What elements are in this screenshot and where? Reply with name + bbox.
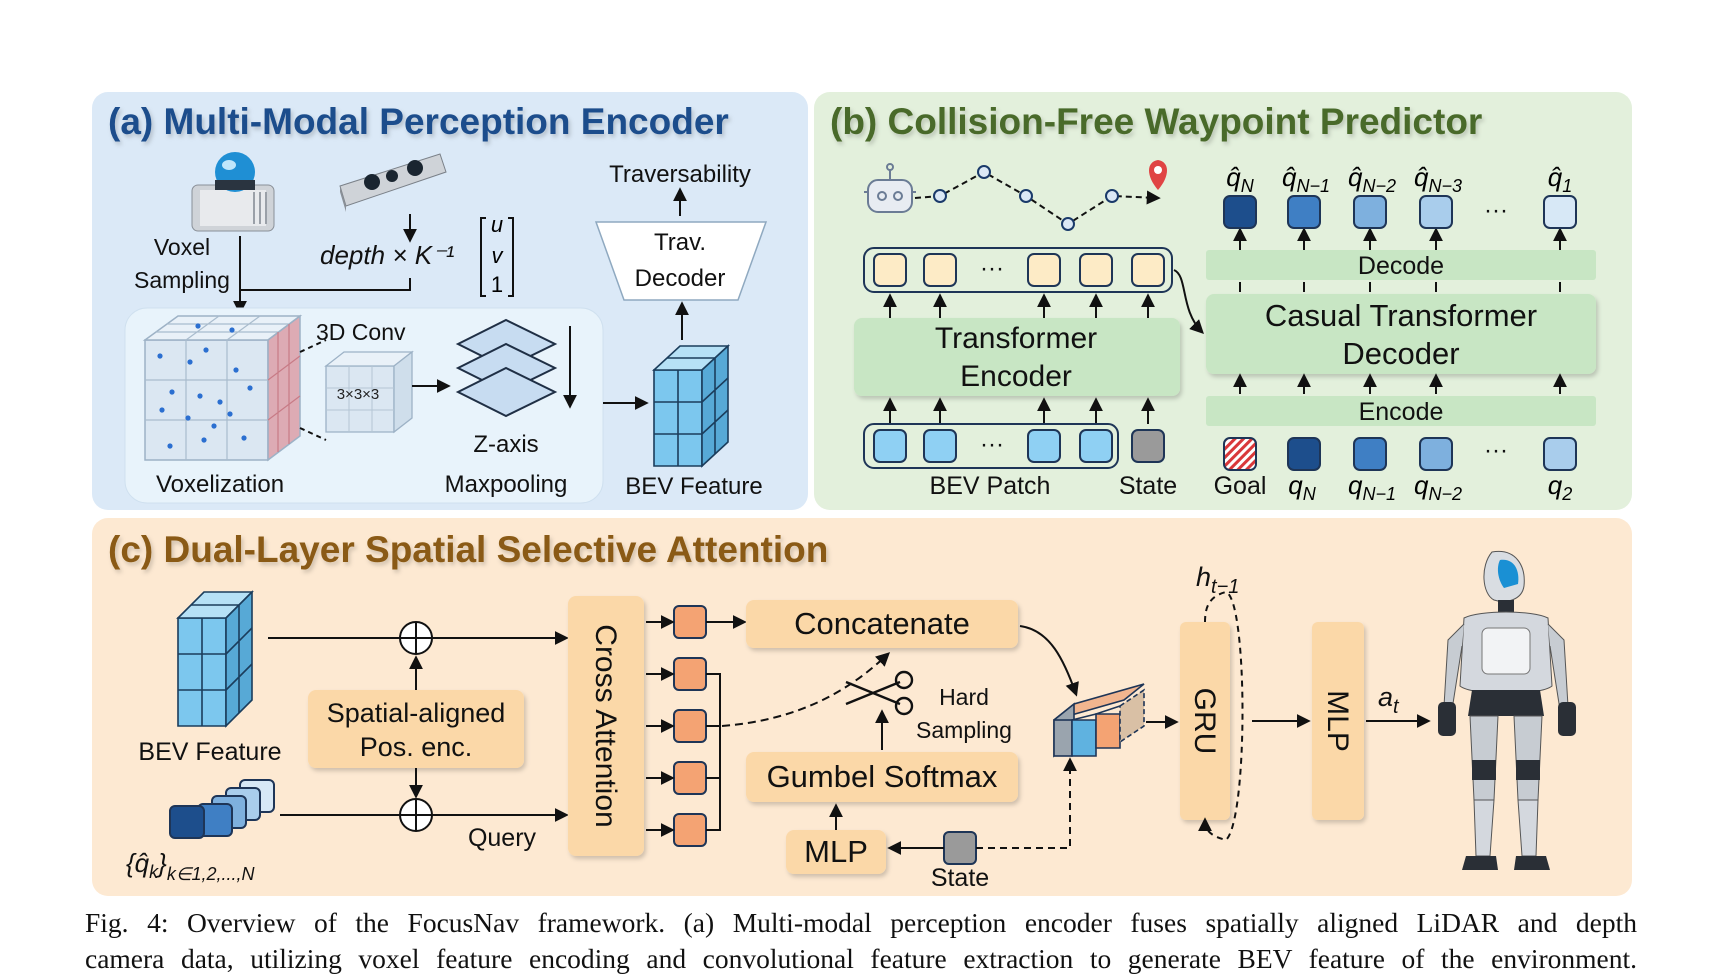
- gumbel-softmax-label: Gumbel Softmax: [767, 759, 998, 794]
- panel-b-title: (b) Collision-Free Waypoint Predictor: [830, 101, 1482, 142]
- svg-text:qN: qN: [1288, 470, 1316, 504]
- encoder-output-ellipsis: ···: [980, 255, 1004, 282]
- bev-patch-tokens: [873, 429, 1113, 463]
- svg-text:q̂N−1: q̂N−1: [1282, 162, 1330, 196]
- query-tokens-stack: [169, 779, 275, 839]
- sampling-label: Sampling: [916, 717, 1012, 743]
- encode-bar: [1206, 396, 1596, 426]
- svg-text:q̂1: q̂1: [1548, 162, 1572, 196]
- mlp-label: MLP: [1321, 690, 1354, 752]
- query-label: Query: [468, 824, 537, 852]
- robot-head-icon: [864, 163, 916, 213]
- hard-label: Hard: [939, 684, 989, 710]
- svg-text:qN−2: qN−2: [1414, 470, 1462, 504]
- decode-label: Decode: [1358, 252, 1444, 280]
- pos-enc-label-2: Pos. enc.: [360, 732, 473, 762]
- cross-attention-block: [568, 596, 644, 856]
- casual-transformer-decoder-block: [1206, 294, 1596, 374]
- concatenated-feature-cube: [1053, 683, 1145, 758]
- bev-feature-block-a: [651, 344, 731, 468]
- mlp-small-block: [786, 830, 886, 874]
- output-hat-labels: q̂N q̂N−1 q̂N−2 q̂N−3 q̂1: [1226, 162, 1572, 196]
- caption-line-2: camera data, utilizing voxel feature enc…: [85, 943, 1637, 974]
- trav-decoder-label: Trav.: [654, 229, 706, 256]
- trav-decoder-block: [594, 221, 768, 301]
- concatenate-label: Concatenate: [794, 606, 970, 641]
- cross-attention-label: Cross Attention: [589, 624, 622, 827]
- svg-text:q̂N: q̂N: [1226, 162, 1254, 196]
- decode-bar: [1206, 250, 1596, 280]
- voxel-sampling-label: Voxel: [154, 234, 210, 260]
- depth-formula: depth × K⁻¹: [320, 240, 455, 270]
- panel-a: (a) Multi-Modal Perception Encoder Voxel…: [92, 92, 808, 510]
- location-pin-icon: [1149, 160, 1167, 190]
- kernel-size: 3×3×3: [337, 386, 380, 403]
- z-axis-maxpool-layers: [455, 318, 558, 418]
- maxpooling-label: Maxpooling: [445, 471, 568, 498]
- figure-caption: Fig. 4: Overview of the FocusNav framewo…: [85, 905, 1637, 977]
- humanoid-robot-icon: [1438, 550, 1576, 870]
- panel-c: (c) Dual-Layer Spatial Selective Attenti…: [92, 518, 1632, 896]
- transformer-encoder-block: [854, 318, 1180, 396]
- casual-decoder-label: Casual Transformer: [1265, 298, 1537, 333]
- voxel-grid: [142, 314, 303, 462]
- h-prev-label: ht−1: [1196, 562, 1239, 598]
- voxelization-label: Voxelization: [156, 471, 284, 498]
- depth-camera-icon: [339, 153, 447, 212]
- predicted-waypoint-tokens: [1223, 195, 1577, 229]
- svg-text:q2: q2: [1548, 470, 1572, 504]
- mlp-block: [1312, 622, 1364, 820]
- concatenate-block: [746, 600, 1018, 648]
- svg-text:qN−1: qN−1: [1348, 470, 1396, 504]
- traversability-label: Traversability: [609, 161, 751, 188]
- state-label-b: State: [1119, 472, 1177, 500]
- voxel-sampling-label-2: Sampling: [134, 267, 230, 293]
- decoder-input-tokens: [1223, 437, 1577, 471]
- gru-block: [1180, 622, 1230, 820]
- vector-one: 1: [491, 272, 503, 297]
- input-labels: qN qN−1 qN−2 q2: [1288, 470, 1572, 504]
- panel-c-title: (c) Dual-Layer Spatial Selective Attenti…: [108, 529, 828, 570]
- encoder-output-tokens: [873, 253, 1165, 287]
- svg-text:q̂N−3: q̂N−3: [1414, 162, 1462, 196]
- encode-label: Encode: [1359, 398, 1444, 426]
- input-tokens-ellipsis: ···: [1484, 437, 1508, 464]
- vector-v: v: [492, 243, 505, 268]
- vector-u: u: [491, 212, 503, 237]
- scissors-icon: [845, 670, 914, 716]
- conv-kernel: 3×3×3: [324, 350, 414, 434]
- state-token-c: [943, 831, 977, 865]
- lidar-icon: [191, 152, 275, 232]
- conv-label: 3D Conv: [316, 319, 406, 345]
- trav-decoder-label-2: Decoder: [635, 265, 726, 292]
- pos-enc-label: Spatial-aligned: [327, 698, 506, 728]
- casual-decoder-label-2: Decoder: [1342, 336, 1459, 371]
- gumbel-softmax-block: [746, 752, 1018, 802]
- bev-feature-block-c: [176, 590, 254, 728]
- panel-b: (b) Collision-Free Waypoint Predictor: [814, 92, 1632, 510]
- goal-label: Goal: [1214, 472, 1267, 500]
- bev-feature-label-a: BEV Feature: [625, 473, 762, 500]
- caption-line-1: Fig. 4: Overview of the FocusNav framewo…: [85, 907, 1637, 938]
- z-axis-label: Z-axis: [473, 431, 538, 458]
- state-label-c: State: [931, 864, 989, 892]
- spatial-pos-enc-block: [308, 690, 524, 768]
- state-token-b: [1131, 429, 1165, 463]
- bev-patch-label: BEV Patch: [930, 472, 1051, 500]
- mlp-small-label: MLP: [804, 834, 868, 869]
- transformer-encoder-label: Transformer: [935, 322, 1097, 355]
- transformer-encoder-label-2: Encoder: [960, 360, 1072, 393]
- query-set-label: {q̂k}k∈1,2,...,N: [126, 848, 256, 884]
- svg-text:q̂N−2: q̂N−2: [1348, 162, 1396, 196]
- action-label: at: [1378, 682, 1400, 718]
- panel-a-title: (a) Multi-Modal Perception Encoder: [108, 101, 729, 142]
- bev-patch-ellipsis: ···: [980, 431, 1004, 458]
- output-tokens-ellipsis: ···: [1484, 197, 1508, 224]
- bev-feature-label-c: BEV Feature: [138, 738, 281, 766]
- gru-label: GRU: [1188, 688, 1221, 755]
